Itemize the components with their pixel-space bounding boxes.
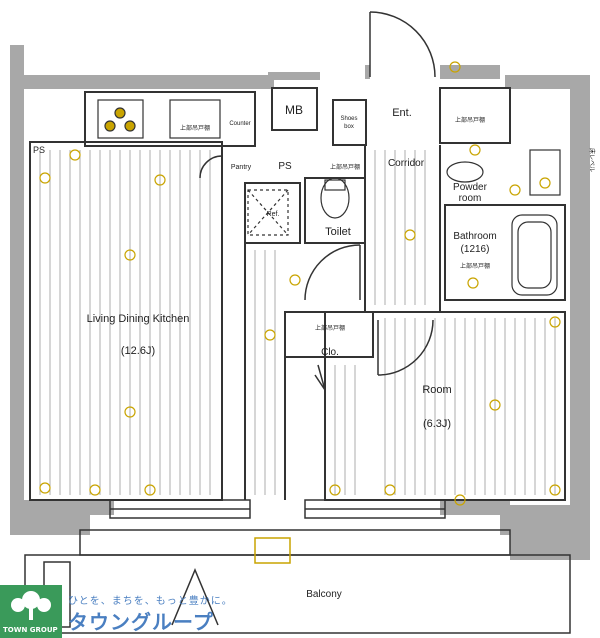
powder-room-label: Powder: [453, 182, 488, 193]
closet-label: Clo.: [321, 347, 339, 358]
counter-label: Counter: [229, 121, 250, 127]
room-size: (6.3J): [423, 418, 451, 430]
balcony-label: Balcony: [306, 589, 342, 600]
mb-label: MB: [285, 103, 303, 117]
toilet-label: Toilet: [325, 226, 351, 238]
ldk-size: (12.6J): [121, 345, 155, 357]
ps-center-label: PS: [278, 161, 292, 172]
kitchen-fixtures: [97, 99, 289, 236]
entrance-label: Ent.: [392, 107, 412, 119]
ps-left-label: PS: [33, 145, 45, 155]
corridor-flooring: [254, 150, 426, 495]
upper-storage-label-5: 上部吊戸棚: [460, 262, 490, 270]
powder-room-label-2: room: [459, 193, 482, 204]
logo-brand: タウングループ: [68, 610, 214, 634]
shoes-box-label: Shoes: [340, 116, 357, 122]
window-sashes: [109, 499, 446, 519]
logo-sub: TOWN GROUP: [3, 626, 58, 634]
exterior-walls: [10, 45, 590, 560]
bathroom-label: Bathroom: [453, 231, 496, 242]
ldk-label: Living Dining Kitchen: [87, 313, 190, 325]
door-swings: [199, 11, 436, 391]
bathroom-size: (1216): [461, 244, 490, 255]
upper-storage-label-2: 上部吊戸棚: [330, 163, 360, 171]
corridor-label: Corridor: [388, 158, 425, 169]
upper-storage-label-4: 上部吊戸棚: [315, 324, 345, 332]
room-label: Room: [422, 384, 451, 396]
electrical-marks: [39, 61, 561, 506]
floor-level-note: 床レベル: [588, 148, 596, 172]
upper-storage-label-3: 上部吊戸棚: [455, 116, 485, 124]
shoes-box-label-2: box: [344, 124, 354, 130]
bath-fixtures: [320, 149, 561, 296]
logo-tagline: ひとを、まちを、もっと豊かに。: [68, 596, 233, 607]
pantry-label: Pantry: [231, 164, 252, 171]
upper-storage-label-1: 上部吊戸棚: [180, 124, 210, 132]
room-flooring: [334, 318, 556, 495]
ref-label: Ref.: [267, 211, 280, 218]
tree-logo-icon: [0, 585, 62, 638]
ldk-flooring: [39, 150, 211, 495]
